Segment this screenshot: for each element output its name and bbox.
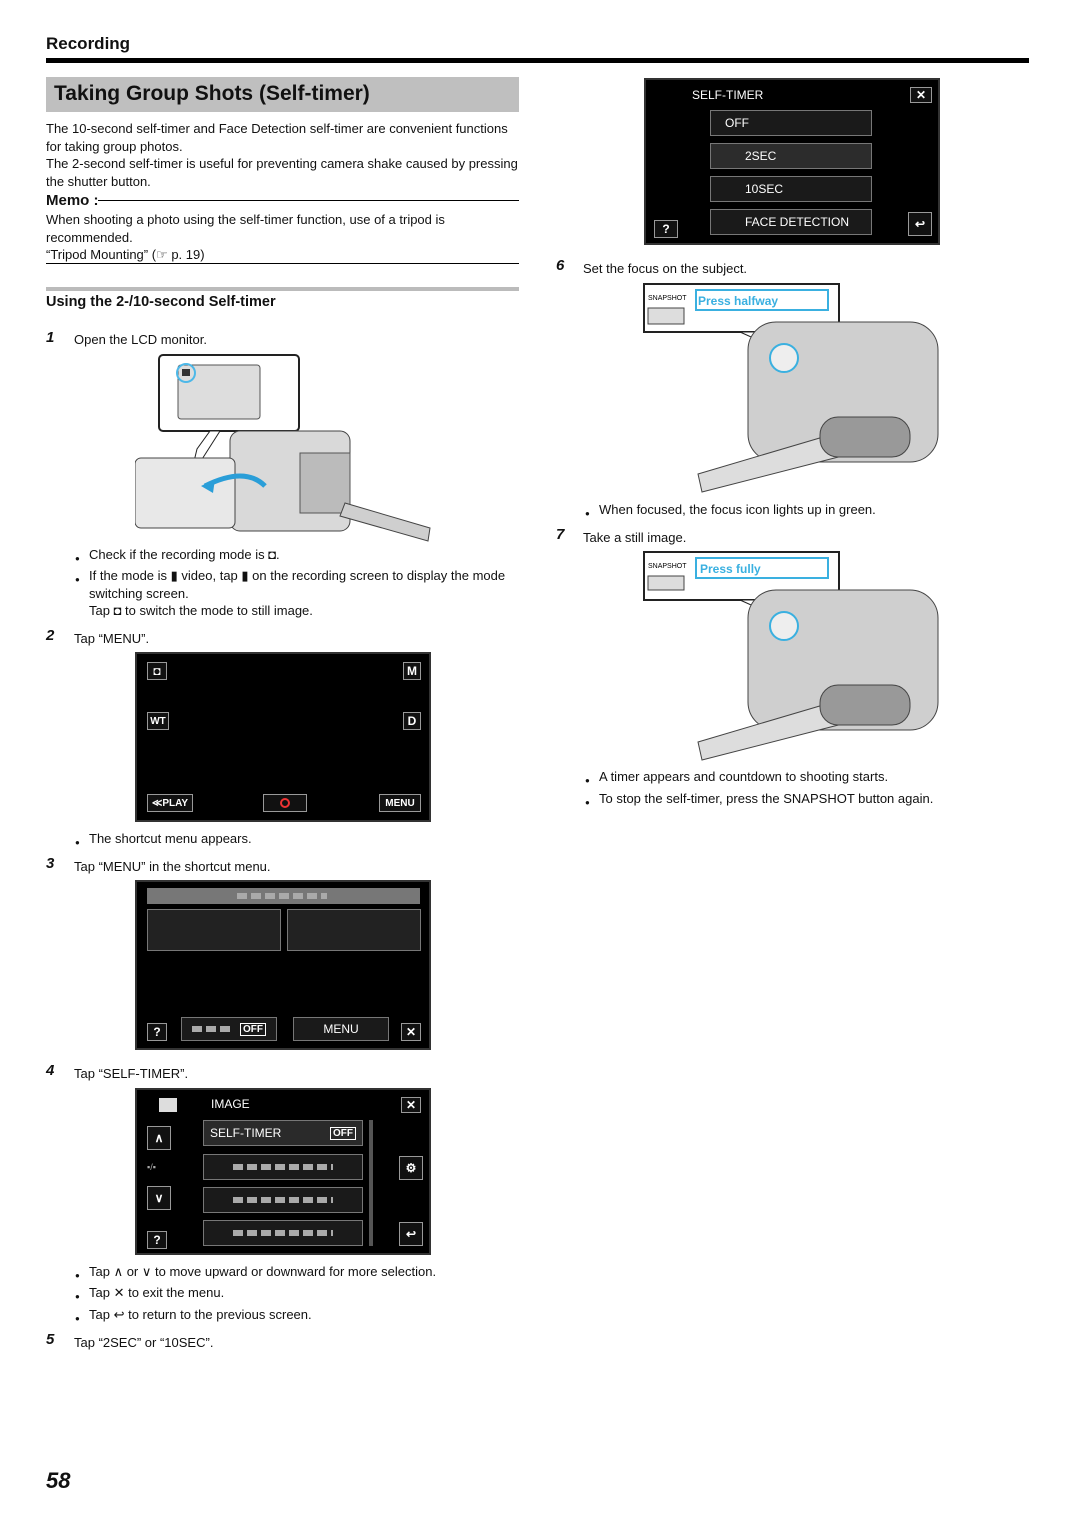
off-badge: OFF [330, 1126, 356, 1140]
header-rule [46, 58, 1029, 63]
gear-icon[interactable]: ⚙ [399, 1156, 423, 1180]
subheading-rule [46, 287, 519, 291]
self-timer-menu-item[interactable]: SELF-TIMER OFF [203, 1120, 363, 1146]
memo-end-rule [46, 263, 519, 264]
option-off[interactable]: OFF [710, 110, 872, 136]
step-number: 3 [46, 855, 55, 872]
camera-icon [159, 1098, 177, 1112]
step-text: Open the LCD monitor. [74, 332, 207, 347]
step-number: 2 [46, 627, 55, 644]
blurred-text [237, 893, 327, 899]
page-title: Taking Group Shots (Self-timer) [54, 82, 370, 105]
step-number: 7 [556, 526, 565, 543]
self-timer-title: SELF-TIMER [692, 88, 764, 102]
option-10sec-label: 10SEC [745, 182, 784, 196]
step-text: Tap “MENU” in the shortcut menu. [74, 859, 271, 874]
option-10sec[interactable]: 10SEC [710, 176, 872, 202]
snapshot-label: SNAPSHOT [648, 563, 687, 570]
memo-text: When shooting a photo using the self-tim… [46, 212, 445, 245]
snapshot-label: SNAPSHOT [648, 295, 687, 302]
press-halfway-label: Press halfway [698, 294, 778, 308]
memo-link[interactable]: “Tripod Mounting” (☞ p. 19) [46, 247, 205, 262]
help-icon[interactable]: ? [147, 1231, 167, 1249]
camera-press-halfway-illustration: SNAPSHOT Press halfway [643, 283, 939, 493]
menu-item[interactable] [203, 1220, 363, 1246]
page-indicator: ▪/▪ [147, 1162, 156, 1172]
shortcut-tile[interactable] [147, 909, 281, 951]
bullet-continuation: Tap ◘ to switch the mode to still image. [89, 603, 313, 618]
bullet-item: The shortcut menu appears. [75, 830, 252, 851]
page-number: 58 [46, 1468, 71, 1493]
blurred-text [233, 1197, 333, 1203]
press-fully-label: Press fully [700, 562, 761, 576]
m-icon[interactable]: M [403, 662, 421, 680]
subheading: Using the 2-/10-second Self-timer [46, 294, 276, 310]
menu-button[interactable]: MENU [379, 794, 421, 812]
blurred-text [233, 1230, 333, 1236]
option-face-detection-label: FACE DETECTION [745, 215, 850, 229]
step-number: 1 [46, 329, 55, 346]
blurred-text [192, 1026, 232, 1032]
record-screen: ◘ M WT D ≪PLAY MENU [135, 652, 431, 822]
section-title: Recording [46, 34, 131, 53]
record-button[interactable] [263, 794, 307, 812]
bullet-item: If the mode is ▮ video, tap ▮ on the rec… [75, 567, 521, 602]
option-2sec-label: 2SEC [745, 149, 777, 163]
option-2sec[interactable]: 2SEC [710, 143, 872, 169]
return-icon[interactable]: ↩ [908, 212, 932, 236]
shortcut-tile[interactable] [287, 909, 421, 951]
off-badge: OFF [240, 1022, 266, 1036]
play-button[interactable]: ≪PLAY [147, 794, 193, 812]
menu-item[interactable] [203, 1154, 363, 1180]
close-icon[interactable]: ✕ [910, 87, 932, 103]
bullet-item: Tap ↩ to return to the previous screen. [75, 1306, 312, 1327]
memo-rule [98, 200, 519, 201]
option-off-label: OFF [725, 116, 749, 130]
camera-mode-icon[interactable]: ◘ [147, 662, 167, 680]
close-icon[interactable]: ✕ [401, 1097, 421, 1113]
step-number: 6 [556, 257, 565, 274]
menu-item[interactable] [203, 1187, 363, 1213]
help-icon[interactable]: ? [147, 1023, 167, 1041]
bullet-item: A timer appears and countdown to shootin… [585, 768, 888, 789]
step-text: Tap “MENU”. [74, 631, 150, 646]
bullet-item: Check if the recording mode is ◘. [75, 546, 280, 567]
close-icon[interactable]: ✕ [401, 1023, 421, 1041]
step-number: 4 [46, 1062, 55, 1079]
camera-press-fully-illustration: SNAPSHOT Press fully [643, 551, 939, 761]
wt-icon[interactable]: WT [147, 712, 169, 730]
scrollbar[interactable] [369, 1120, 373, 1246]
blurred-text [233, 1164, 333, 1170]
option-face-detection[interactable]: FACE DETECTION [710, 209, 872, 235]
bullet-item: When focused, the focus icon lights up i… [585, 501, 876, 522]
step-text: Tap “2SEC” or “10SEC”. [74, 1335, 214, 1350]
self-timer-label: SELF-TIMER [210, 1126, 282, 1140]
bullet-item: Tap ∧ or ∨ to move upward or downward fo… [75, 1263, 436, 1284]
down-arrow-icon[interactable]: ∨ [147, 1186, 171, 1210]
shortcut-off-button[interactable]: OFF [181, 1017, 277, 1041]
shortcut-menu-button[interactable]: MENU [293, 1017, 389, 1041]
up-arrow-icon[interactable]: ∧ [147, 1126, 171, 1150]
shortcut-menu-screen: ? OFF MENU ✕ [135, 880, 431, 1050]
bullet-item: To stop the self-timer, press the SNAPSH… [585, 790, 933, 811]
step-text: Take a still image. [583, 530, 687, 545]
d-icon[interactable]: D [403, 712, 421, 730]
image-menu-screen: IMAGE ✕ ∧ ▪/▪ ∨ ? SELF-TIMER OFF ⚙ ↩ [135, 1088, 431, 1255]
intro-1: The 10-second self-timer and Face Detect… [46, 121, 508, 154]
image-menu-title: IMAGE [211, 1097, 250, 1111]
lcd-open-illustration [135, 354, 431, 542]
memo-title: Memo : [46, 192, 99, 209]
intro-2: The 2-second self-timer is useful for pr… [46, 156, 518, 189]
step-number: 5 [46, 1331, 55, 1348]
bullet-item: Tap ✕ to exit the menu. [75, 1284, 224, 1305]
help-icon[interactable]: ? [654, 220, 678, 238]
title-bar: Taking Group Shots (Self-timer) [46, 77, 519, 112]
step-text: Tap “SELF-TIMER”. [74, 1066, 189, 1081]
step-text: Set the focus on the subject. [583, 261, 748, 276]
self-timer-screen: SELF-TIMER ✕ OFF 2SEC 10SEC FACE DETECTI… [644, 78, 940, 245]
return-icon[interactable]: ↩ [399, 1222, 423, 1246]
